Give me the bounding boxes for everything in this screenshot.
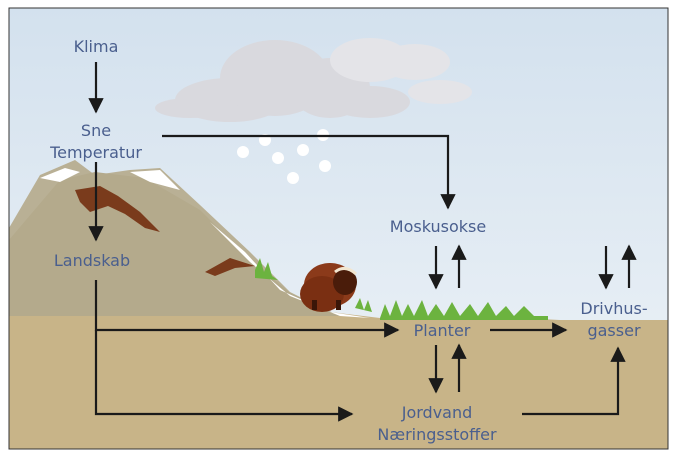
label-sne: Sne — [81, 121, 111, 140]
label-drivhus: Drivhus- — [580, 299, 647, 318]
label-moskusokse: Moskusokse — [390, 217, 486, 236]
label-planter: Planter — [414, 321, 471, 340]
label-gasser: gasser — [587, 321, 640, 340]
label-klima: Klima — [74, 37, 119, 56]
label-landskab: Landskab — [54, 251, 130, 270]
label-temperatur: Temperatur — [49, 143, 142, 162]
label-jordvand: Jordvand — [401, 403, 473, 422]
label-naeringsstoffer: Næringsstoffer — [377, 425, 497, 444]
